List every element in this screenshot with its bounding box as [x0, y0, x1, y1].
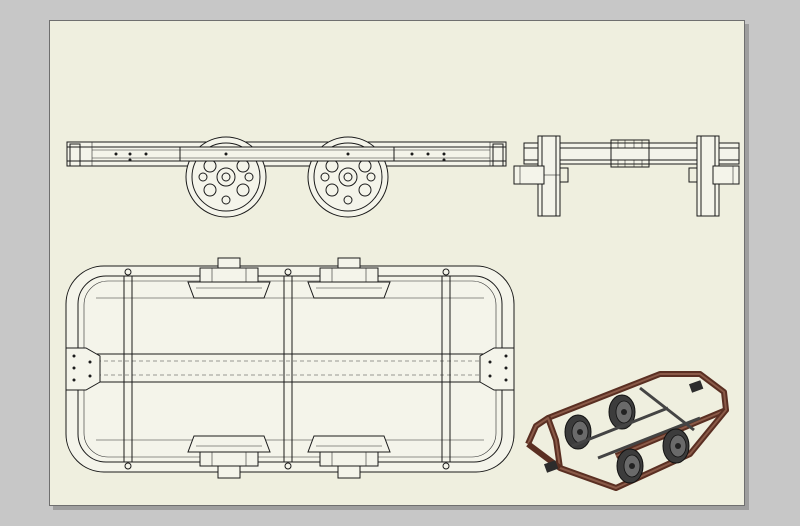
- side-view-wheel-right: [688, 135, 740, 217]
- top-view: [65, 257, 515, 479]
- isometric-bracket-right: [688, 380, 704, 393]
- top-view-wheel-bottom-left: [187, 435, 271, 479]
- sheet-shadow-bottom: [53, 506, 749, 510]
- top-view-end-bracket-left: [65, 347, 101, 391]
- sheet-shadow-right: [745, 24, 749, 510]
- top-view-end-bracket-right: [479, 347, 515, 391]
- top-view-wheel-bottom-right: [307, 435, 391, 479]
- top-view-wheel-top-left: [187, 257, 271, 299]
- top-view-cross-members: [123, 276, 451, 462]
- top-view-wheel-top-right: [307, 257, 391, 299]
- front-view: [66, 136, 507, 218]
- isometric-wheel-far-right: [608, 394, 636, 430]
- side-view-wheel-left: [513, 135, 569, 217]
- side-view: [513, 135, 740, 217]
- isometric-wheel-near-left: [616, 448, 644, 484]
- top-view-frame-outer: [65, 265, 515, 473]
- isometric-wheel-near-right: [662, 428, 690, 464]
- isometric-bracket-left: [543, 460, 559, 473]
- top-view-bolts: [124, 268, 450, 470]
- isometric-view: [525, 371, 729, 491]
